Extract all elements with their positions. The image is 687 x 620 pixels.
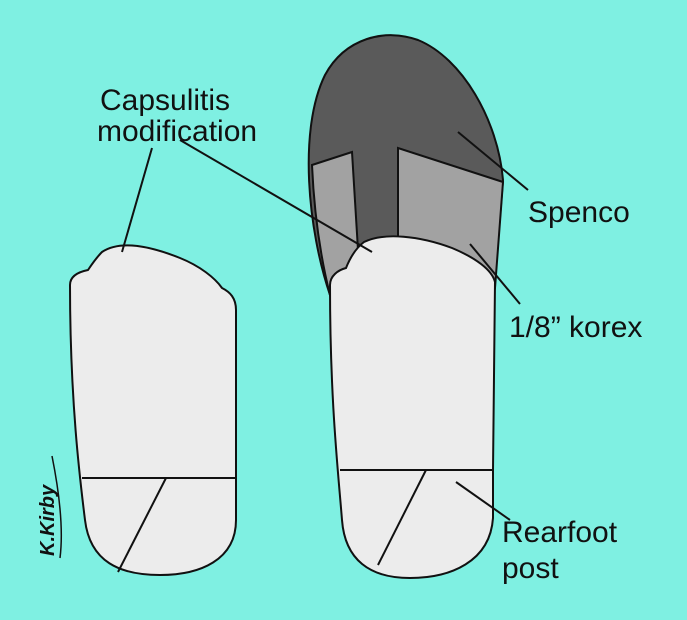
capsulitis-leader-left [121, 147, 153, 253]
rearfoot-leader [455, 481, 511, 521]
right-orthosis-shell [328, 235, 497, 580]
rearfoot-label-line1: Rearfoot [502, 516, 618, 549]
korex-label: 1/8” korex [509, 311, 642, 344]
capsulitis-leader-right [179, 139, 373, 253]
right-rearfoot-diagonal [377, 469, 427, 566]
left-orthosis [68, 244, 237, 577]
capsulitis-label-line2: modification [97, 115, 257, 148]
signature-underline [51, 455, 63, 559]
right-orthosis [307, 34, 505, 580]
rearfoot-label-line2: post [502, 552, 559, 585]
signature-text: K.Kirby [37, 484, 59, 556]
leader-lines [121, 131, 529, 521]
left-orthosis-shell [68, 244, 237, 577]
spenco-label: Spenco [528, 196, 630, 229]
spenco-leader [457, 131, 529, 191]
left-rearfoot-diagonal [117, 477, 167, 573]
capsulitis-label-line1: Capsulitis [100, 84, 230, 117]
korex-leader [469, 243, 521, 305]
signature: K.Kirby [37, 455, 63, 559]
